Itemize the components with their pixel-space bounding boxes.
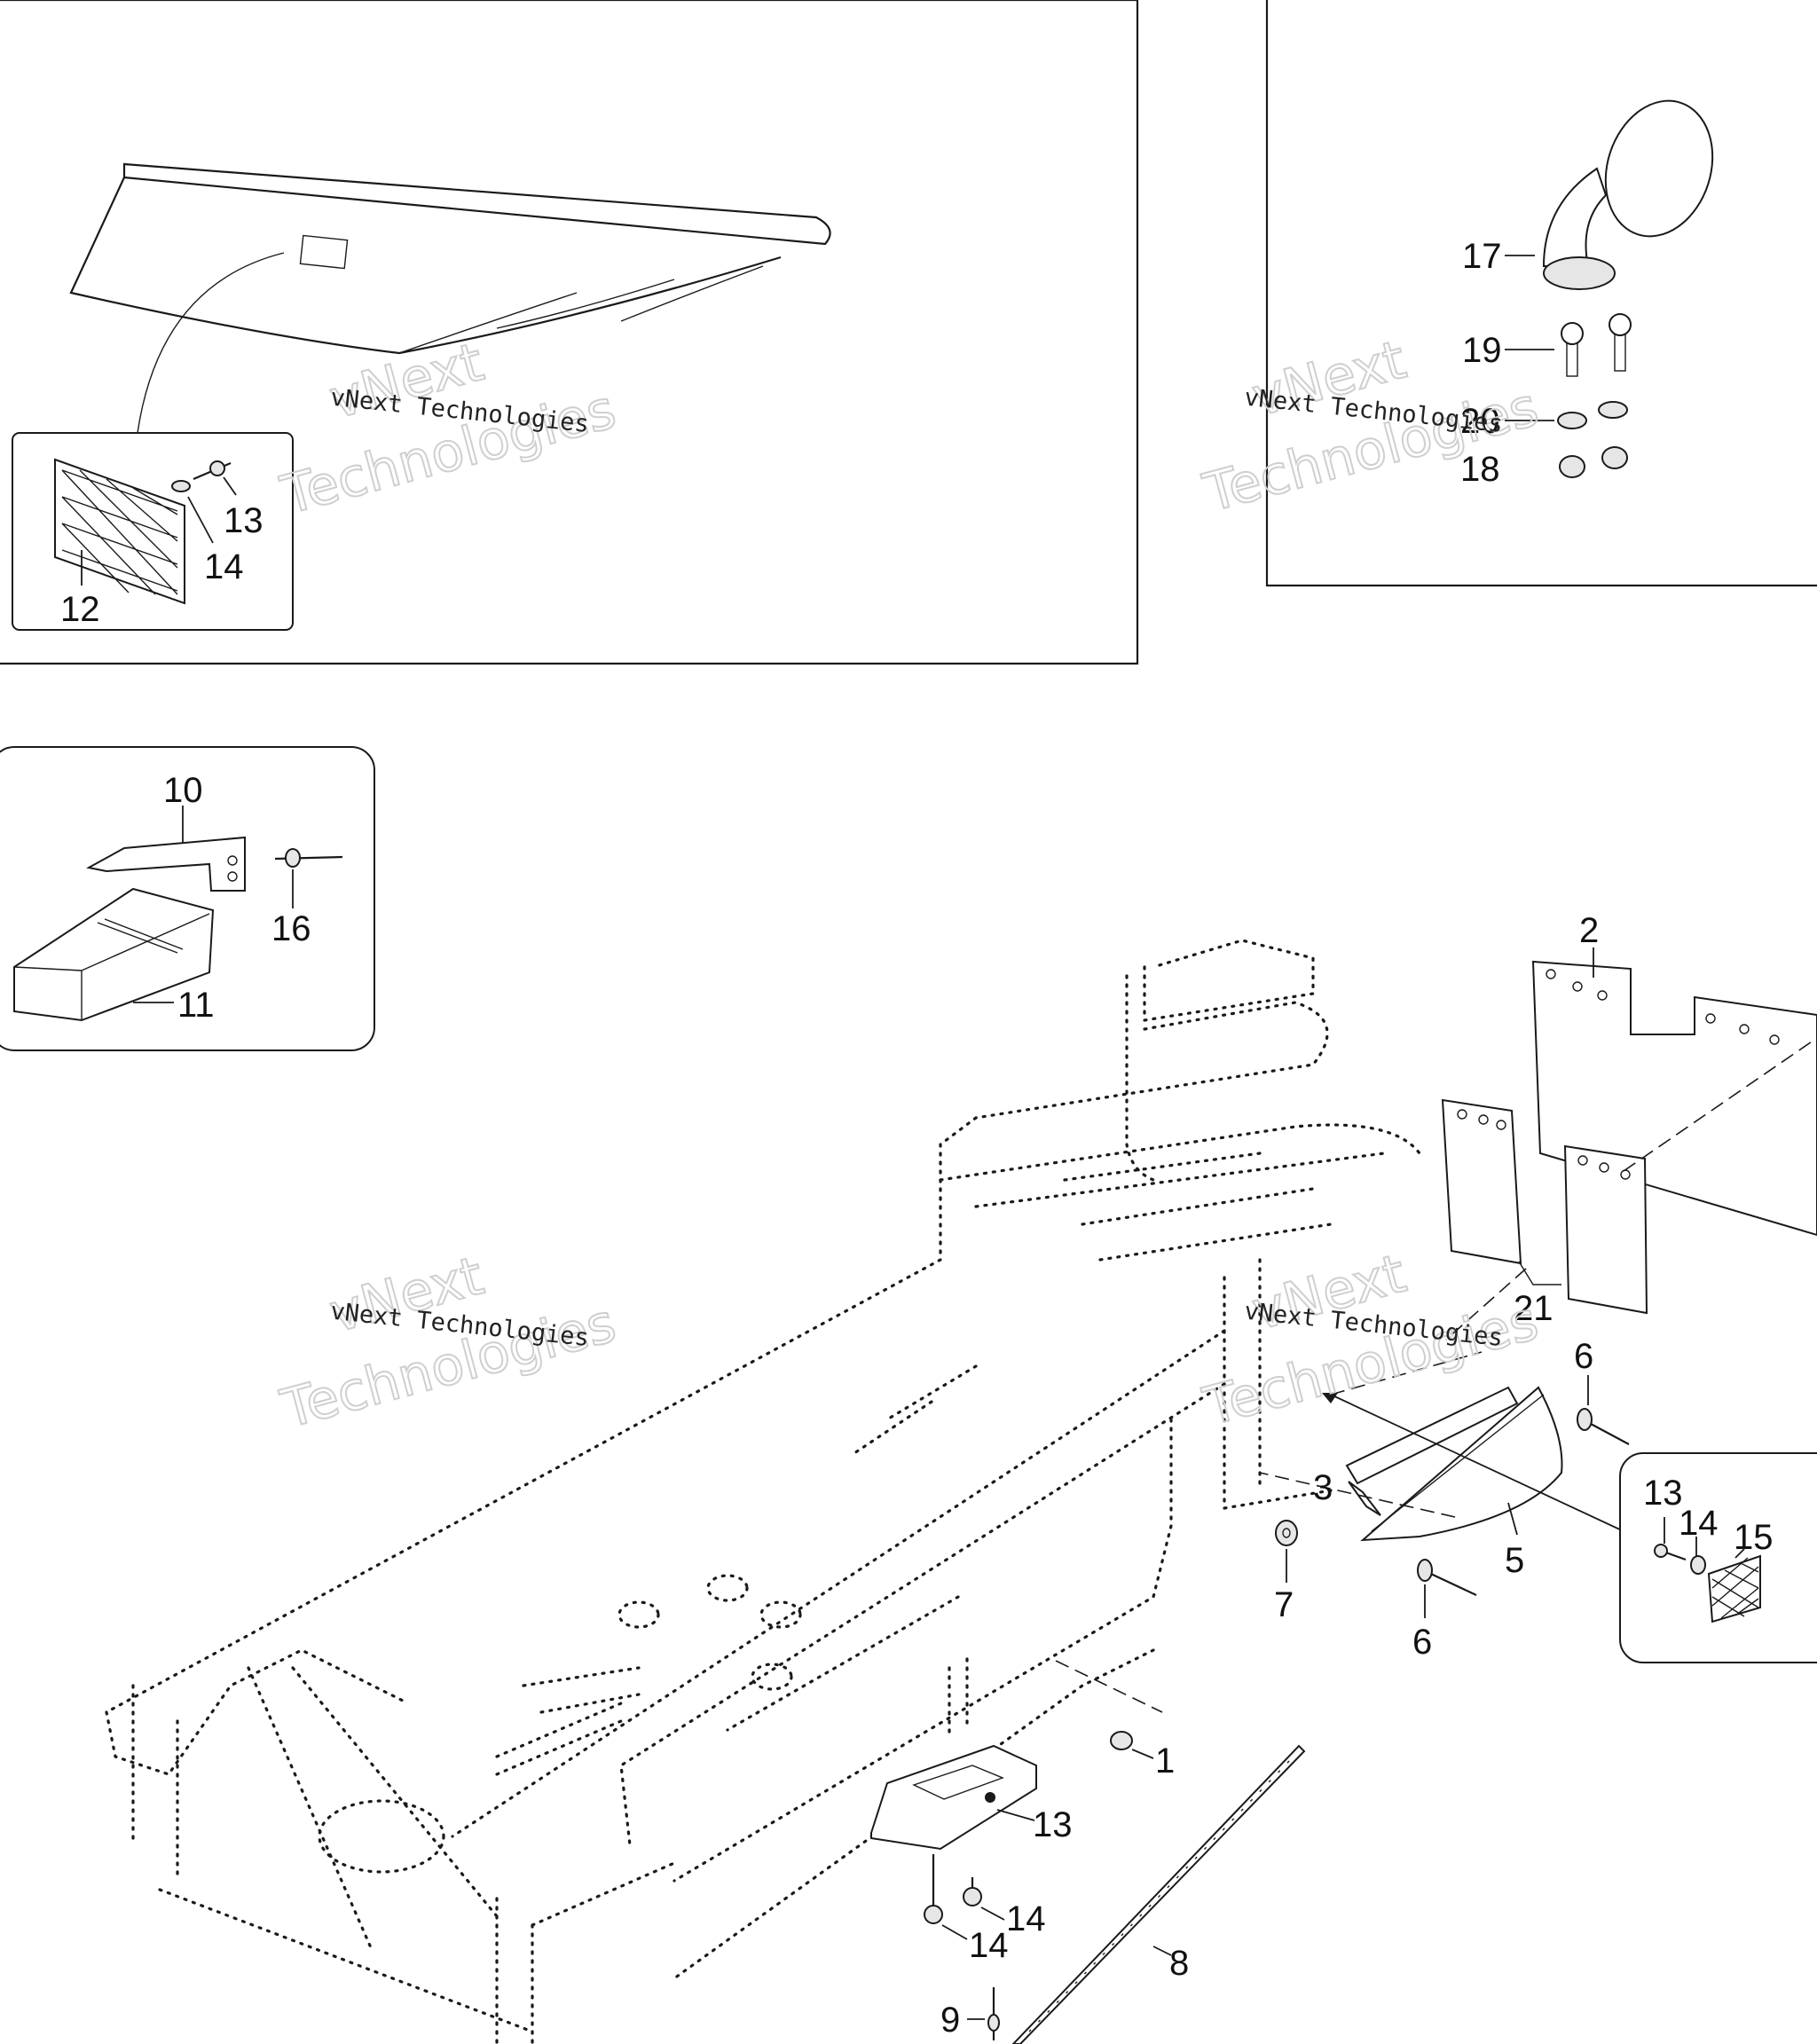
- plate-3: [1345, 1386, 1519, 1516]
- reflector-15: [1707, 1554, 1761, 1623]
- label-17: 17: [1462, 237, 1502, 276]
- washer-7: [1275, 1520, 1298, 1546]
- label-14-cover-b: 14: [969, 1926, 1009, 1965]
- label-9: 9: [940, 2001, 960, 2040]
- screw-6-bottom: [1417, 1559, 1477, 1596]
- label-6-top: 6: [1574, 1337, 1593, 1376]
- label-18: 18: [1460, 450, 1500, 489]
- panel-reflector: 13 14 15: [1619, 1452, 1817, 1663]
- rivet-16: [274, 848, 343, 868]
- label-8: 8: [1169, 1944, 1189, 1983]
- screws-19: [1561, 313, 1632, 377]
- label-12: 12: [60, 590, 100, 629]
- screw-6-top: [1577, 1408, 1630, 1445]
- label-13: 13: [224, 501, 264, 540]
- washer-14: [171, 480, 191, 492]
- label-5: 5: [1505, 1541, 1524, 1580]
- rail-8: [1011, 1744, 1306, 2044]
- screws-14: [924, 1854, 982, 1924]
- flaps-21: [1441, 1098, 1648, 1315]
- label-7: 7: [1274, 1585, 1294, 1624]
- cap-1: [1110, 1731, 1133, 1750]
- label-10: 10: [163, 771, 203, 810]
- reflector-12: [54, 458, 185, 605]
- chassis-frame: [105, 939, 1421, 2044]
- panel-light: 10 16 11: [0, 746, 375, 1051]
- rivet-9: [987, 1987, 1000, 2040]
- cover-13: [870, 1744, 1037, 1851]
- label-14-inset: 14: [1679, 1504, 1719, 1543]
- label-13-inset: 13: [1643, 1474, 1683, 1513]
- washer-14-inset: [1690, 1555, 1706, 1575]
- light-11: [13, 887, 215, 1022]
- label-21: 21: [1514, 1289, 1553, 1328]
- washers-20: [1557, 401, 1628, 429]
- arrow: [1322, 1393, 1338, 1403]
- label-13-cover: 13: [1033, 1805, 1073, 1844]
- panel-mirror: 17 19 20 18: [1265, 0, 1817, 587]
- plate-5: [1360, 1386, 1563, 1542]
- label-19: 19: [1462, 331, 1502, 370]
- screw-13: [193, 460, 232, 481]
- label-11: 11: [177, 986, 215, 1025]
- label-15: 15: [1734, 1518, 1774, 1557]
- label-1: 1: [1155, 1741, 1175, 1781]
- bracket-10: [86, 836, 246, 892]
- screw-13-inset: [1654, 1544, 1687, 1561]
- label-20: 20: [1460, 402, 1500, 441]
- nuts-18: [1559, 446, 1628, 478]
- label-14: 14: [204, 547, 244, 586]
- panel-windshield: 13 14 12: [0, 0, 1139, 665]
- label-3: 3: [1313, 1468, 1333, 1507]
- label-14-cover-a: 14: [1006, 1899, 1046, 1938]
- label-16: 16: [271, 909, 311, 948]
- label-6-bottom: 6: [1412, 1623, 1432, 1662]
- mirror-17: [1542, 99, 1714, 290]
- label-2: 2: [1579, 911, 1599, 950]
